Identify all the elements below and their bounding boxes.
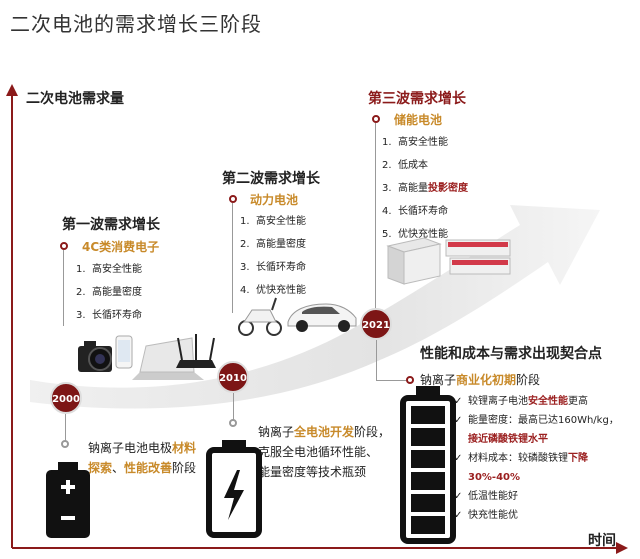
stage3-heading: 性能和成本与需求出现契合点 [420, 346, 602, 362]
scooter-icon [238, 297, 282, 336]
wave2-connector [232, 203, 233, 313]
list-item: ✓材料成本：较磷酸铁锂下降 [454, 453, 588, 464]
car-icon [287, 303, 357, 332]
x-axis-arrowhead [616, 542, 628, 554]
wave3-feature-list: 1.高安全性能 2.低成本 3.高能量投影密度 4.长循环寿命 5.优快充性能 [382, 131, 468, 246]
list-item: ✓快充性能优 [454, 510, 518, 521]
stage3-connector-h [376, 380, 406, 381]
battery-charging-icon [206, 440, 262, 538]
wave2-feature-list: 1.高安全性能 2.高能量密度 3.长循环寿命 4.优快充性能 [240, 210, 306, 302]
wave1-marker [60, 242, 68, 250]
battery-rack-icon [445, 239, 511, 275]
stage1-description: 钠离子电池电极材料 探索、性能改善阶段 [88, 441, 197, 475]
list-item: 接近磷酸铁锂水平 [468, 434, 548, 445]
storage-container-icon [386, 237, 442, 285]
list-item: 3.高能量投影密度 [382, 183, 468, 194]
stage3-connector [376, 340, 377, 380]
laptop-icon [132, 337, 204, 380]
list-item: 4.优快充性能 [240, 285, 306, 296]
wave1-title: 第一波需求增长 [62, 217, 160, 233]
list-item: 1.高安全性能 [240, 216, 306, 227]
wave2-title: 第二波需求增长 [222, 171, 320, 187]
stage1-connector [65, 414, 66, 442]
y-axis-label: 二次电池需求量 [26, 91, 124, 107]
stage3-marker [406, 376, 414, 384]
y-axis-arrowhead [6, 84, 18, 96]
growth-arrow [30, 205, 600, 409]
x-axis-label: 时间 [588, 533, 616, 549]
list-item: ✓能量密度：最高已达160Wh/kg， [454, 415, 619, 426]
list-item: ✓较锂离子电池安全性能更高 [454, 396, 588, 407]
list-item: 1.高安全性能 [76, 264, 142, 275]
wave1-category: 4C类消费电子 [82, 240, 160, 254]
battery-plus-minus-icon [46, 462, 90, 538]
year-badge-2000: 2000 [50, 382, 82, 414]
ev-vehicles-image [238, 297, 357, 336]
wave3-title: 第三波需求增长 [368, 91, 466, 107]
camera-icon [78, 341, 112, 372]
wave3-category: 储能电池 [394, 113, 443, 127]
list-item: 2.高能量密度 [240, 239, 306, 250]
year-badge-2021: 2021 [360, 308, 392, 340]
list-item: 4.长循环寿命 [382, 206, 448, 217]
list-item: ✓低温性能好 [454, 491, 518, 502]
page-title: 二次电池的需求增长三阶段 [10, 12, 262, 36]
stage2-connector [233, 393, 234, 421]
wave2-category: 动力电池 [250, 193, 299, 207]
stage1-marker [61, 440, 69, 448]
wave3-marker [372, 115, 380, 123]
list-item: 2.低成本 [382, 160, 428, 171]
router-icon [176, 334, 216, 368]
wave1-connector [63, 250, 64, 326]
list-item: 3.长循环寿命 [76, 310, 142, 321]
wave3-connector [375, 123, 376, 311]
energy-storage-image [386, 237, 511, 285]
wave1-feature-list: 1.高安全性能 2.高能量密度 3.长循环寿命 [76, 258, 142, 327]
list-item: 2.高能量密度 [76, 287, 142, 298]
list-item: 1.高安全性能 [382, 137, 448, 148]
battery-full-icon [400, 386, 456, 544]
wave2-marker [229, 195, 237, 203]
list-item: 3.长循环寿命 [240, 262, 306, 273]
year-badge-2010: 2010 [217, 361, 249, 393]
list-item: 5.优快充性能 [382, 229, 448, 240]
stage3-phase: 钠离子商业化初期阶段 [420, 373, 541, 387]
consumer-electronics-image [78, 334, 216, 380]
list-item: 30%-40% [468, 472, 521, 483]
phone-icon [115, 335, 133, 369]
stage2-description: 钠离子全电池开发阶段， 克服全电池循环性能、 能量密度等技术瓶颈 [258, 425, 391, 479]
stage3-advantages-list: ✓较锂离子电池安全性能更高 ✓能量密度：最高已达160Wh/kg， 接近磷酸铁锂… [454, 392, 619, 525]
stage2-marker [229, 419, 237, 427]
